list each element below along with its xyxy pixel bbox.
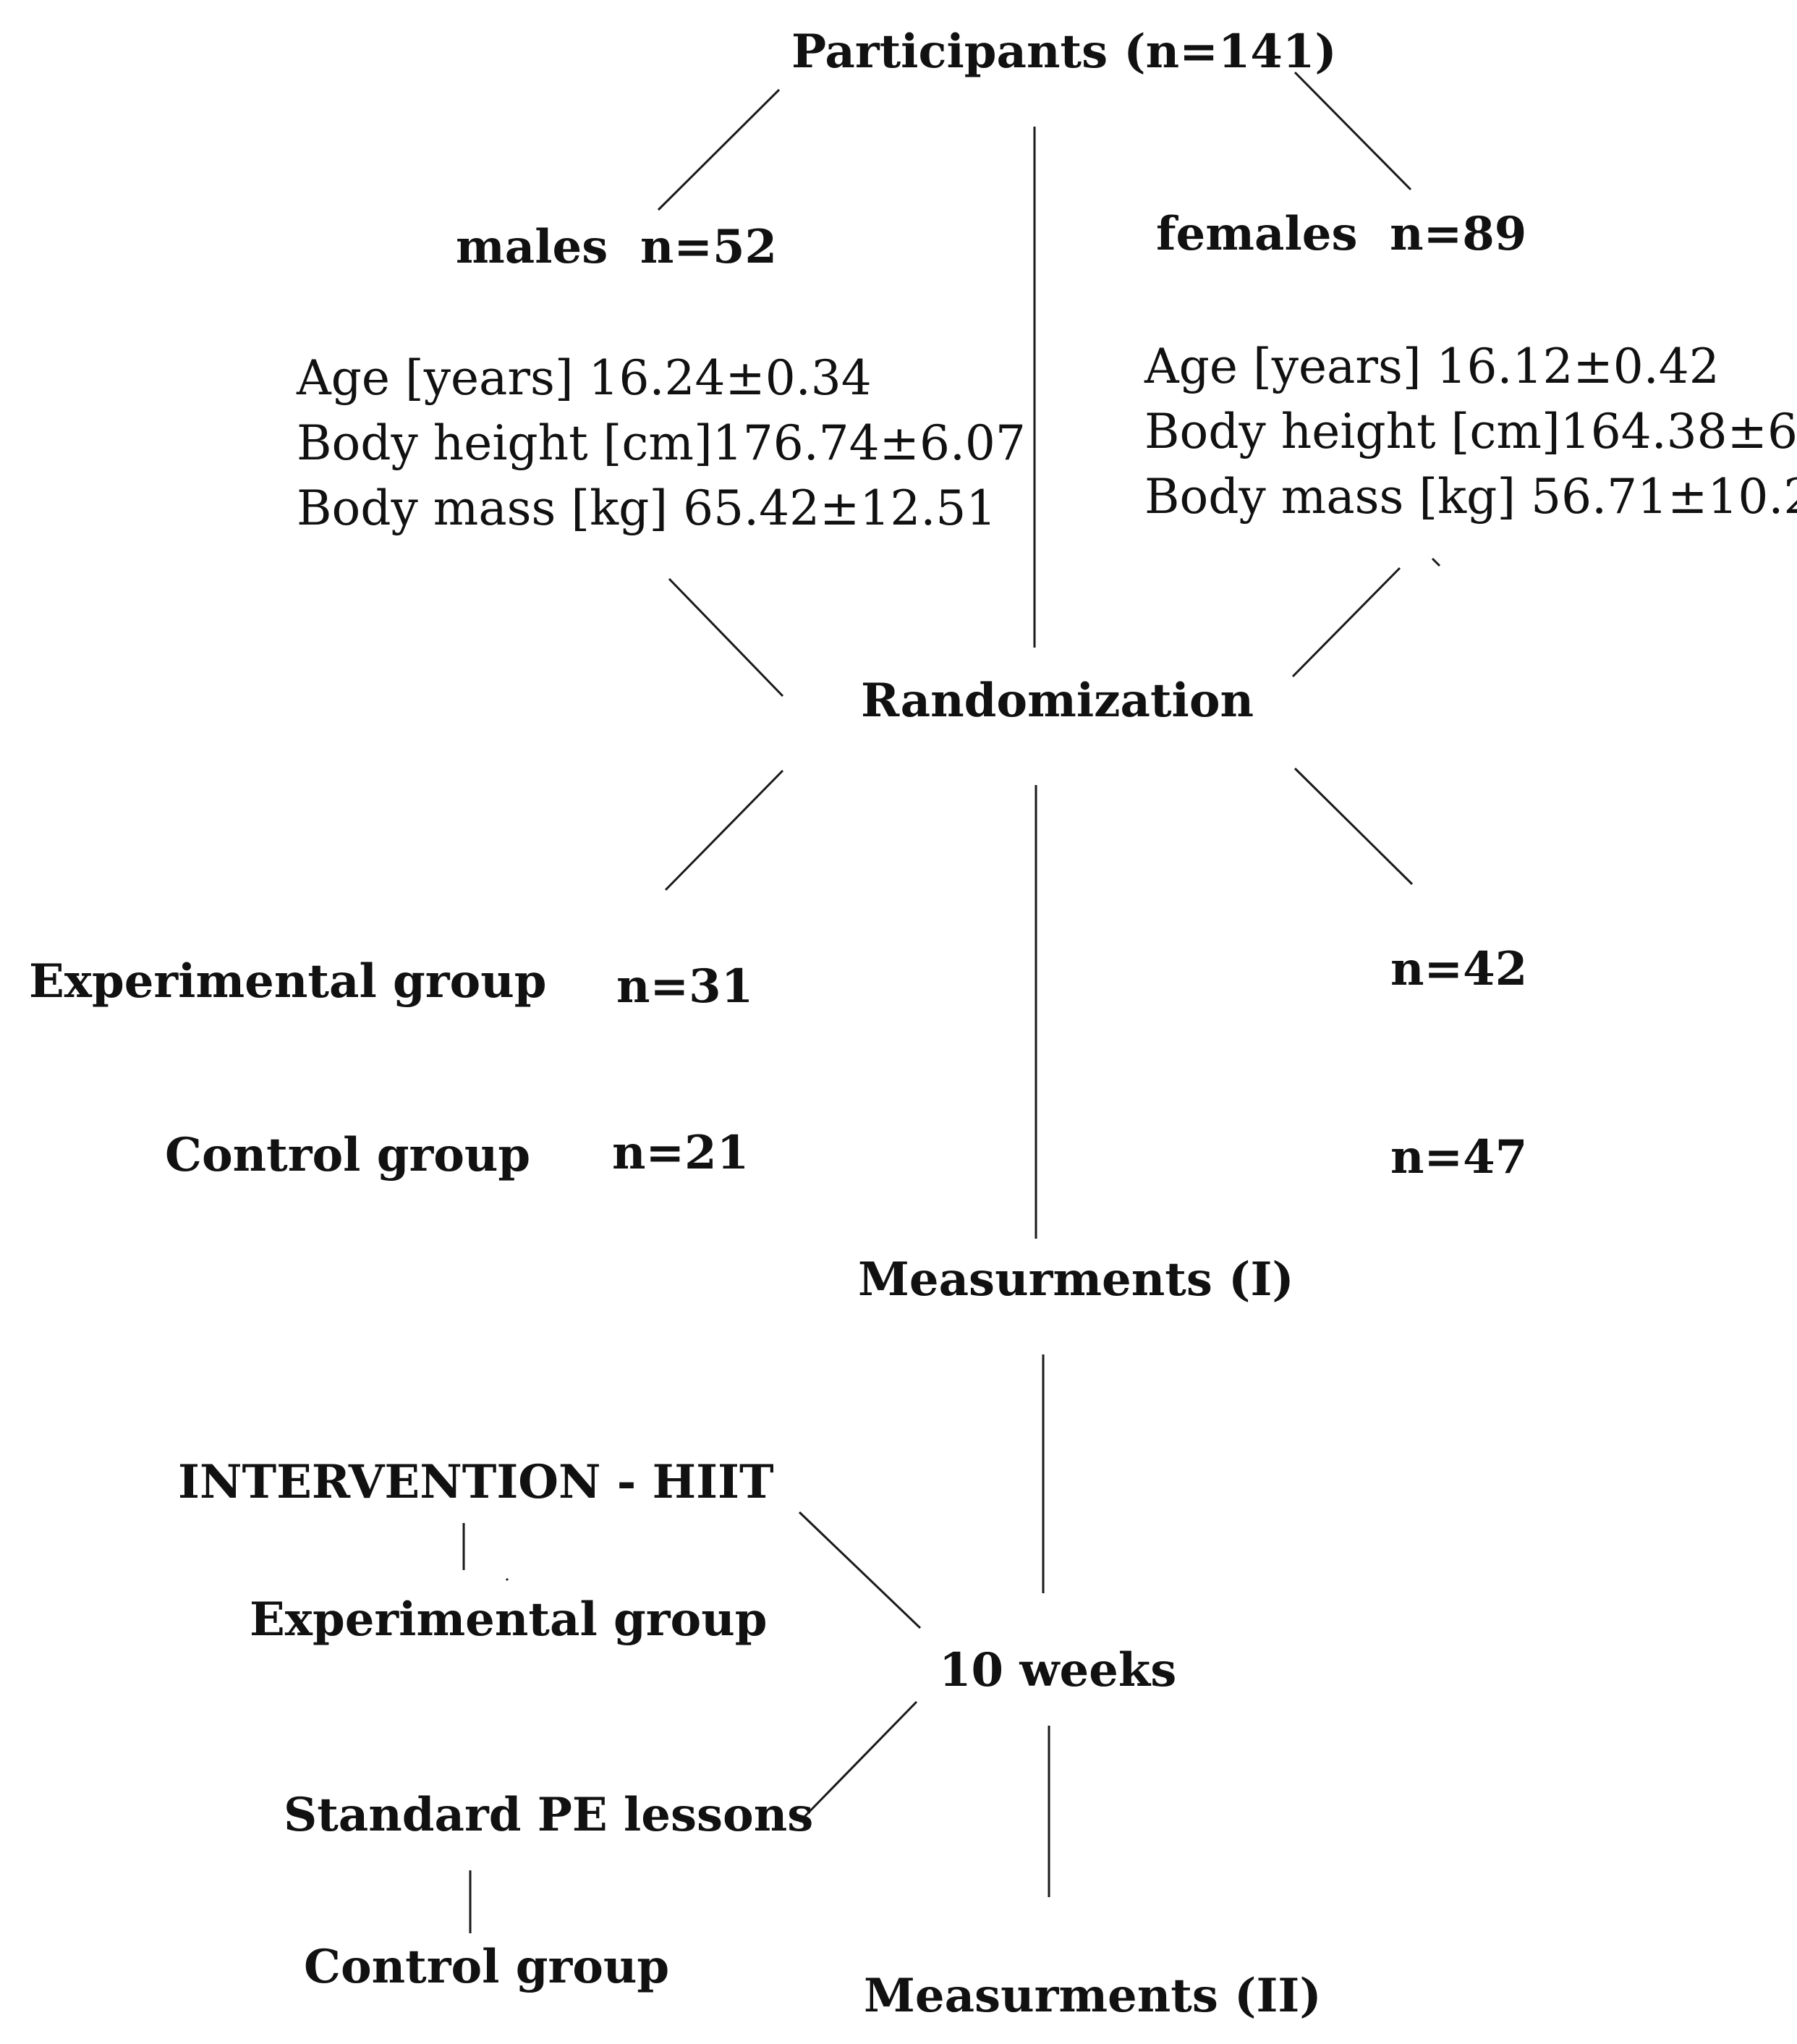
control-group-label: Control group [165,1128,531,1182]
connector-participants-males [657,88,781,211]
intervention-control-group: Control group [304,1940,670,1994]
females-stats: Age [years] 16.12±0.42 Body height [cm]1… [1144,334,1797,530]
females-mass: Body mass [kg] 56.71±10.23 [1144,469,1797,525]
experimental-males-count: n=31 [616,959,754,1014]
males-stats: Age [years] 16.24±0.34 Body height [cm]1… [297,346,1026,541]
control-females-count: n=47 [1390,1130,1528,1184]
females-height: Body height [cm]164.38±6.54 [1144,404,1797,459]
connector-intervention-duration [798,1511,922,1629]
connector-duration-standard [798,1700,918,1823]
measurements-2-label: Measurments (II) [864,1969,1322,2023]
females-age: Age [years] 16.12±0.42 [1144,339,1720,394]
connector-participants-females [1293,71,1412,191]
control-males-count: n=21 [612,1126,749,1180]
participants-label: Participants (n=141) [791,25,1337,79]
males-label: males n=52 [456,220,778,274]
intervention-label: INTERVENTION - HIIT [178,1455,774,1509]
males-height: Body height [cm]176.74±6.07 [297,415,1026,471]
connector-randomization-females-groups [1293,767,1414,886]
standard-pe-label: Standard PE lessons [284,1788,814,1842]
males-age: Age [years] 16.24±0.34 [297,350,872,406]
connector-females-randomization [1291,567,1401,678]
connector-males-randomization [668,577,784,697]
duration-label: 10 weeks [939,1643,1177,1697]
experimental-females-count: n=42 [1390,942,1528,996]
connector-females-tick [1431,557,1441,567]
males-mass: Body mass [kg] 65.42±12.51 [297,480,997,536]
connector-randomization-experimental [664,769,784,891]
females-label: females n=89 [1156,207,1527,261]
experimental-group-label: Experimental group [29,954,547,1009]
intervention-experimental-group: Experimental group [250,1593,768,1647]
measurements-1-label: Measurments (I) [858,1252,1294,1307]
connector-intervention-dot [505,1577,509,1582]
randomization-label: Randomization [861,674,1254,728]
